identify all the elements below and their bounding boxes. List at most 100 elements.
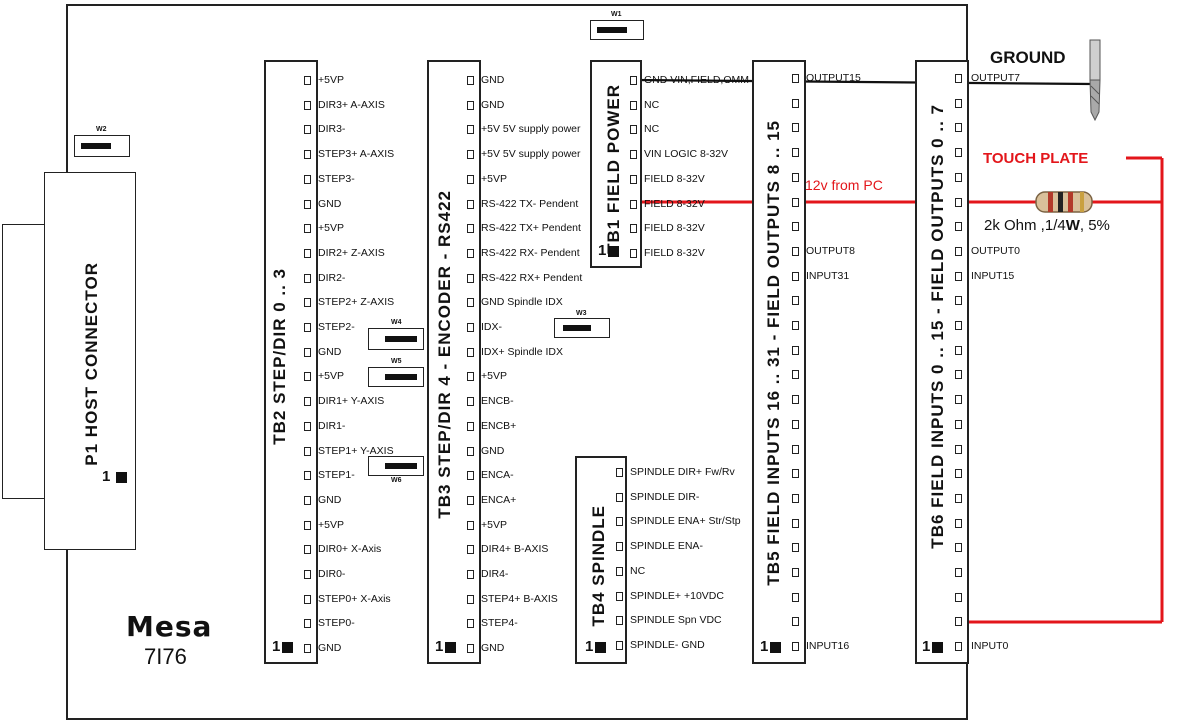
- terminal-pin[interactable]: [467, 594, 474, 604]
- terminal-pin[interactable]: [467, 619, 474, 629]
- terminal-pin[interactable]: [467, 323, 474, 332]
- jumper-w2[interactable]: [74, 135, 130, 157]
- terminal-pin[interactable]: [955, 98, 962, 108]
- terminal-pin[interactable]: [616, 566, 623, 576]
- terminal-pin[interactable]: [304, 150, 311, 160]
- terminal-pin[interactable]: [616, 542, 623, 552]
- terminal-pin[interactable]: [467, 273, 474, 283]
- terminal-pin[interactable]: [467, 248, 474, 258]
- terminal-pin[interactable]: [304, 76, 311, 85]
- terminal-pin[interactable]: [616, 640, 623, 650]
- jumper-w5[interactable]: [368, 367, 424, 387]
- terminal-pin[interactable]: [792, 370, 799, 380]
- terminal-pin[interactable]: [467, 347, 474, 357]
- terminal-pin[interactable]: [630, 248, 637, 258]
- jumper-w6[interactable]: [368, 456, 424, 476]
- terminal-pin[interactable]: [304, 125, 311, 135]
- terminal-pin[interactable]: [467, 224, 474, 234]
- terminal-pin[interactable]: [792, 568, 799, 577]
- terminal-pin[interactable]: [792, 123, 799, 133]
- terminal-pin[interactable]: [616, 616, 623, 626]
- terminal-pin[interactable]: [955, 271, 962, 281]
- terminal-pin[interactable]: [467, 495, 474, 505]
- terminal-pin[interactable]: [955, 123, 962, 133]
- terminal-pin[interactable]: [304, 397, 311, 407]
- terminal-pin[interactable]: [304, 273, 311, 283]
- terminal-pin[interactable]: [304, 545, 311, 555]
- terminal-pin[interactable]: [792, 395, 799, 405]
- terminal-pin[interactable]: [955, 74, 962, 83]
- terminal-pin[interactable]: [630, 224, 637, 234]
- terminal-pin[interactable]: [630, 199, 637, 209]
- terminal-pin[interactable]: [467, 100, 474, 110]
- terminal-pin[interactable]: [955, 568, 962, 577]
- terminal-pin[interactable]: [955, 395, 962, 405]
- terminal-pin[interactable]: [304, 199, 311, 209]
- terminal-pin[interactable]: [304, 100, 311, 110]
- terminal-pin[interactable]: [616, 492, 623, 502]
- terminal-pin[interactable]: [792, 172, 799, 182]
- terminal-pin[interactable]: [955, 148, 962, 158]
- terminal-pin[interactable]: [792, 642, 799, 652]
- terminal-pin[interactable]: [304, 421, 311, 431]
- terminal-pin[interactable]: [955, 321, 962, 330]
- terminal-pin[interactable]: [792, 543, 799, 553]
- terminal-pin[interactable]: [792, 493, 799, 503]
- terminal-pin[interactable]: [792, 469, 799, 479]
- terminal-pin[interactable]: [792, 296, 799, 306]
- terminal-pin[interactable]: [467, 298, 474, 308]
- terminal-pin[interactable]: [955, 419, 962, 429]
- terminal-pin[interactable]: [467, 471, 474, 481]
- terminal-pin[interactable]: [467, 644, 474, 654]
- terminal-pin[interactable]: [955, 345, 962, 355]
- terminal-pin[interactable]: [616, 591, 623, 601]
- terminal-pin[interactable]: [955, 493, 962, 503]
- terminal-pin[interactable]: [304, 323, 311, 332]
- terminal-pin[interactable]: [304, 224, 311, 234]
- terminal-pin[interactable]: [955, 518, 962, 528]
- terminal-pin[interactable]: [304, 594, 311, 604]
- terminal-pin[interactable]: [955, 444, 962, 454]
- terminal-pin[interactable]: [467, 570, 474, 579]
- terminal-pin[interactable]: [467, 372, 474, 382]
- terminal-pin[interactable]: [955, 543, 962, 553]
- terminal-pin[interactable]: [304, 471, 311, 481]
- terminal-pin[interactable]: [955, 617, 962, 627]
- terminal-pin[interactable]: [792, 419, 799, 429]
- terminal-pin[interactable]: [304, 644, 311, 654]
- terminal-pin[interactable]: [955, 172, 962, 182]
- terminal-pin[interactable]: [467, 199, 474, 209]
- terminal-pin[interactable]: [792, 444, 799, 454]
- terminal-pin[interactable]: [955, 592, 962, 602]
- terminal-pin[interactable]: [630, 100, 637, 110]
- terminal-pin[interactable]: [467, 125, 474, 135]
- terminal-pin[interactable]: [792, 518, 799, 528]
- terminal-pin[interactable]: [467, 76, 474, 85]
- terminal-pin[interactable]: [467, 520, 474, 530]
- terminal-pin[interactable]: [792, 74, 799, 83]
- terminal-pin[interactable]: [304, 174, 311, 184]
- terminal-pin[interactable]: [955, 642, 962, 652]
- jumper-w1[interactable]: [590, 20, 644, 40]
- terminal-pin[interactable]: [304, 372, 311, 382]
- terminal-pin[interactable]: [955, 370, 962, 380]
- terminal-pin[interactable]: [467, 421, 474, 431]
- terminal-pin[interactable]: [467, 150, 474, 160]
- terminal-pin[interactable]: [616, 517, 623, 527]
- terminal-pin[interactable]: [630, 76, 637, 85]
- terminal-pin[interactable]: [304, 347, 311, 357]
- terminal-pin[interactable]: [792, 197, 799, 207]
- terminal-pin[interactable]: [955, 469, 962, 479]
- terminal-pin[interactable]: [792, 222, 799, 232]
- terminal-pin[interactable]: [955, 222, 962, 232]
- terminal-pin[interactable]: [955, 246, 962, 256]
- terminal-pin[interactable]: [467, 397, 474, 407]
- terminal-pin[interactable]: [304, 495, 311, 505]
- terminal-pin[interactable]: [467, 545, 474, 555]
- terminal-pin[interactable]: [304, 446, 311, 456]
- jumper-w3[interactable]: [554, 318, 610, 338]
- terminal-pin[interactable]: [630, 125, 637, 135]
- terminal-pin[interactable]: [792, 98, 799, 108]
- terminal-pin[interactable]: [616, 468, 623, 477]
- terminal-pin[interactable]: [304, 298, 311, 308]
